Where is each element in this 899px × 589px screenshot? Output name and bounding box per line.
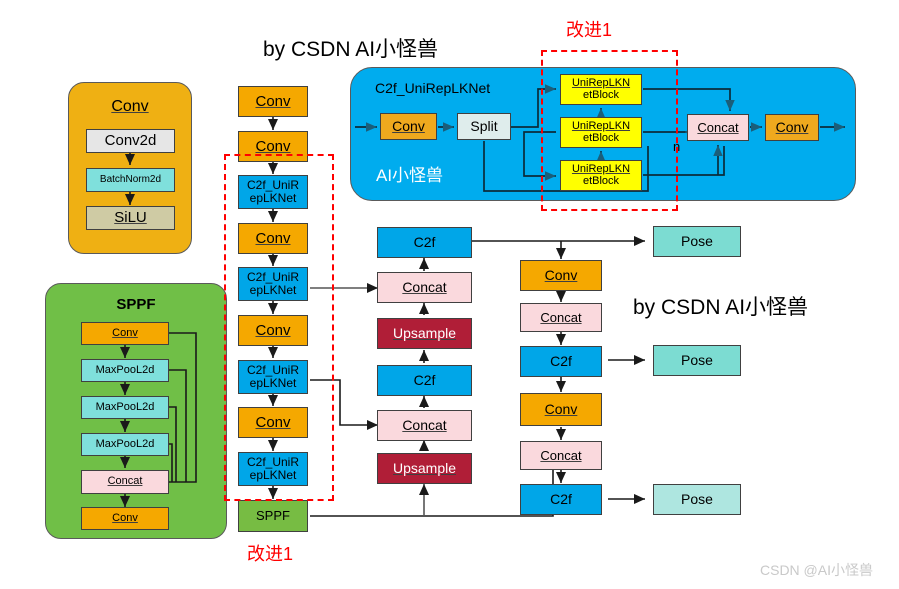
head-concat-2: Concat [520, 441, 602, 470]
c2f-module-uniblock-2: UniRepLKN etBlock [560, 117, 642, 148]
head-conv-1: Conv [520, 260, 602, 291]
node-label-line-1: C2f_UniR [246, 363, 300, 378]
backbone-c2f-uniereplknet-2: C2f_UniR epLKNet [238, 267, 308, 301]
layer-label: MaxPooL2d [95, 363, 155, 376]
node-label-line-2: epLKNet [249, 468, 297, 482]
layer-label: SiLU [114, 209, 147, 227]
block-line-2: etBlock [582, 131, 620, 144]
node-label: Conv [255, 137, 291, 155]
sppf-layer-maxpool-2: MaxPooL2d [81, 396, 169, 419]
node-label: Upsample [392, 325, 457, 342]
sppf-layer-conv-in: Conv [81, 322, 169, 345]
node-label: Pose [681, 491, 713, 508]
neck-concat-2: Concat [377, 410, 472, 441]
node-label: C2f [550, 353, 572, 370]
sppf-layer-maxpool-3: MaxPooL2d [81, 433, 169, 456]
layer-label: MaxPooL2d [95, 400, 155, 413]
node-label-line-1: C2f_UniR [246, 270, 300, 285]
block-line-1: UniRepLKN [571, 76, 631, 89]
backbone-conv-1: Conv [238, 86, 308, 117]
csdn-watermark: CSDN @AI小怪兽 [760, 562, 873, 578]
output-pose-3: Pose [653, 484, 741, 515]
c2f-module-title: C2f_UniRepLKNet [375, 80, 491, 96]
c2f-module-concat: Concat [687, 114, 749, 141]
sppf-layer-conv-out: Conv [81, 507, 169, 530]
head-concat-1: Concat [520, 303, 602, 332]
c2f-module-conv-in: Conv [380, 113, 437, 140]
backbone-c2f-uniereplknet-4: C2f_UniR epLKNet [238, 452, 308, 486]
neck-c2f-1: C2f [377, 227, 472, 258]
node-label-line-2: epLKNet [249, 283, 297, 297]
backbone-conv-5: Conv [238, 407, 308, 438]
node-label: Upsample [392, 460, 457, 477]
node-label: Concat [540, 447, 582, 463]
page-title-mid: by CSDN AI小怪兽 [633, 296, 809, 319]
layer-label: MaxPooL2d [95, 437, 155, 450]
node-label: Conv [775, 119, 809, 136]
layer-label: Conv [112, 326, 138, 339]
layer-label: BatchNorm2d [99, 173, 162, 185]
block-line-2: etBlock [582, 88, 620, 101]
block-line-1: UniRepLKN [571, 119, 631, 132]
c2f-module-uniblock-1: UniRepLKN etBlock [560, 74, 642, 105]
node-label: Conv [255, 229, 291, 247]
node-label: C2f [550, 491, 572, 508]
backbone-conv-3: Conv [238, 223, 308, 254]
neck-c2f-2: C2f [377, 365, 472, 396]
node-label: Concat [540, 309, 582, 325]
head-c2f-1: C2f [520, 346, 602, 377]
node-label: SPPF [256, 508, 290, 524]
c2f-module-repeat-count: n [673, 139, 681, 154]
node-label: Pose [681, 352, 713, 369]
page-title-top: by CSDN AI小怪兽 [263, 38, 439, 61]
c2f-module-split: Split [457, 113, 511, 140]
node-label: Concat [402, 417, 447, 434]
layer-label: Conv [112, 511, 138, 524]
backbone-sppf: SPPF [238, 500, 308, 532]
node-label: Concat [402, 279, 447, 296]
node-label: C2f [413, 234, 436, 251]
backbone-conv-2: Conv [238, 131, 308, 162]
c2f-module-uniblock-3: UniRepLKN etBlock [560, 160, 642, 191]
node-label-line-2: epLKNet [249, 191, 297, 205]
head-conv-2: Conv [520, 393, 602, 426]
block-line-2: etBlock [582, 174, 620, 187]
layer-label: Concat [107, 475, 143, 488]
output-pose-2: Pose [653, 345, 741, 376]
neck-upsample-1: Upsample [377, 318, 472, 349]
sppf-layer-concat: Concat [81, 470, 169, 494]
node-label: C2f [413, 372, 436, 389]
node-label: Split [470, 118, 498, 135]
node-label: Conv [255, 413, 291, 431]
backbone-conv-4: Conv [238, 315, 308, 346]
node-label-line-2: epLKNet [249, 376, 297, 390]
backbone-c2f-uniereplknet-3: C2f_UniR epLKNet [238, 360, 308, 394]
node-label-line-1: C2f_UniR [246, 455, 300, 470]
node-label: Concat [697, 119, 739, 135]
output-pose-1: Pose [653, 226, 741, 257]
sppf-layer-maxpool-1: MaxPooL2d [81, 359, 169, 382]
node-label-line-1: C2f_UniR [246, 178, 300, 193]
node-label: Pose [681, 233, 713, 250]
backbone-c2f-uniereplknet-1: C2f_UniR epLKNet [238, 175, 308, 209]
annotation-improvement-bottom: 改进1 [247, 544, 294, 564]
conv-module-layer-conv2d: Conv2d [86, 129, 175, 153]
conv-module-title: Conv [111, 98, 149, 115]
annotation-improvement-top: 改进1 [566, 20, 613, 40]
conv-module-layer-silu: SiLU [86, 206, 175, 230]
block-line-1: UniRepLKN [571, 162, 631, 175]
conv-module-layer-batchnorm2d: BatchNorm2d [86, 168, 175, 192]
c2f-module-conv-out: Conv [765, 114, 819, 141]
node-label: Conv [255, 92, 291, 110]
neck-upsample-2: Upsample [377, 453, 472, 484]
sppf-module-title: SPPF [116, 296, 156, 313]
node-label: Conv [392, 118, 425, 135]
node-label: Conv [544, 401, 578, 418]
node-label: Conv [544, 267, 578, 284]
neck-concat-1: Concat [377, 272, 472, 303]
layer-label: Conv2d [104, 132, 157, 150]
head-c2f-2: C2f [520, 484, 602, 515]
node-label: Conv [255, 321, 291, 339]
c2f-module-inner-watermark: AI小怪兽 [376, 166, 444, 185]
